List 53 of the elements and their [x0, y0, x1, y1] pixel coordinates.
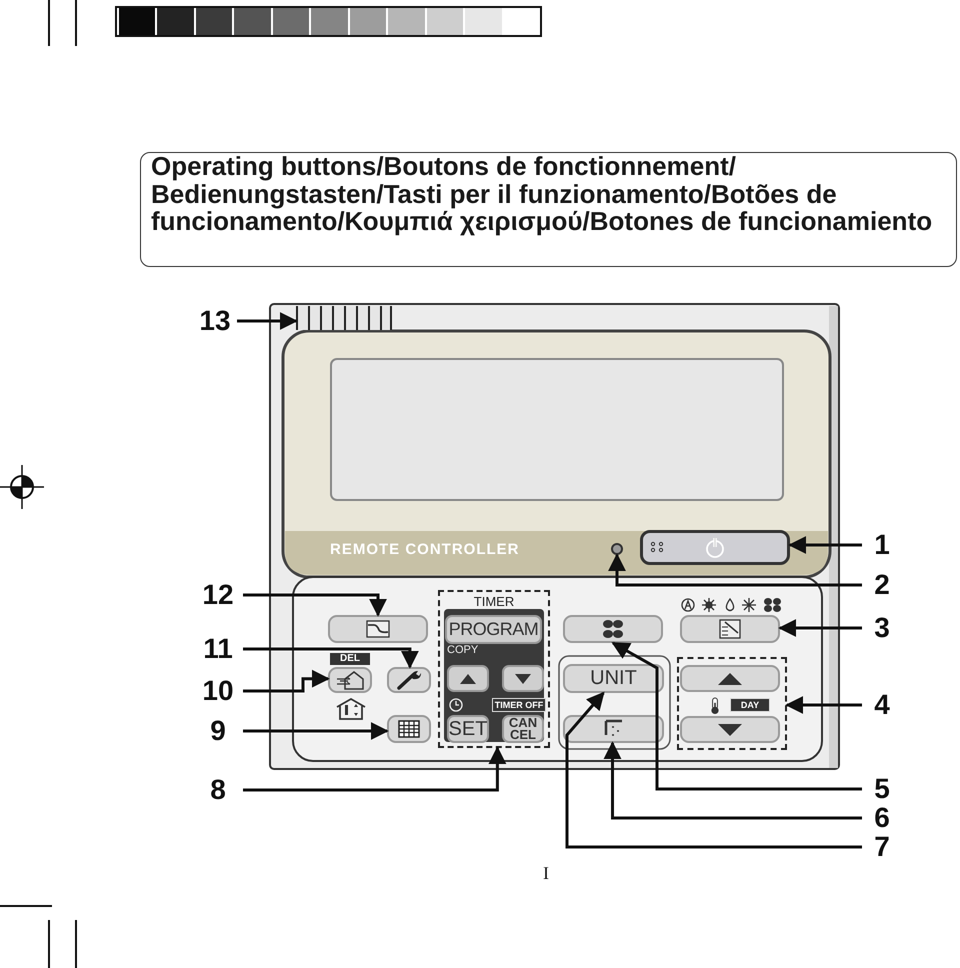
leader-arrow — [608, 553, 862, 586]
timer-button-group — [438, 590, 550, 748]
callout-number: 2 — [862, 570, 902, 600]
title: Operating buttons/Boutons de fonctionnement/ Bedienungstasten/Tasti per il funzionamento/Botões de funcionamento/Κουμπιά χειρισμού/Botones de funcionamiento — [140, 152, 957, 267]
check-button — [387, 667, 431, 693]
fan-speed-button — [563, 615, 663, 643]
callout-number: 7 — [862, 832, 902, 862]
leader-arrow — [243, 648, 419, 669]
down-button — [502, 665, 544, 692]
temperature-button-group — [677, 657, 787, 750]
leader-arrow — [237, 312, 298, 330]
cancel-button: CAN CEL — [502, 715, 544, 743]
leader-arrow — [243, 722, 389, 740]
callout-number: 1 — [862, 530, 902, 560]
leader-arrow — [788, 536, 862, 554]
swing-button — [328, 615, 428, 643]
callout-number: 8 — [193, 775, 243, 805]
copy-label: COPY — [447, 644, 478, 656]
program-button: PROGRAM — [445, 615, 542, 644]
ventilation-button — [328, 667, 372, 693]
callout-number: 12 — [193, 580, 243, 610]
timer-off-label: TIMER OFF — [492, 698, 546, 712]
leader-arrow — [566, 692, 862, 848]
louver-button — [563, 715, 664, 743]
power-button — [640, 530, 790, 565]
leader-arrow — [243, 594, 387, 617]
callout-number: 11 — [193, 634, 243, 664]
callout-number: 10 — [193, 676, 243, 706]
leader-arrow — [243, 670, 330, 692]
callout-number: 9 — [193, 716, 243, 746]
leader-arrow — [778, 619, 862, 637]
leader-arrow — [604, 741, 862, 820]
group-title: TIMER — [472, 594, 516, 609]
vent-grille — [296, 306, 392, 330]
leader-arrow — [785, 696, 862, 714]
day-label: DAY — [730, 698, 770, 712]
callout-number: 13 — [193, 306, 237, 336]
callout-number: 5 — [862, 774, 902, 804]
product-label: REMOTE CONTROLLER — [330, 541, 520, 558]
unit-button: UNIT — [563, 664, 664, 693]
page-number: I — [543, 863, 549, 884]
up-button — [680, 665, 780, 692]
leader-arrow — [243, 746, 506, 792]
down-button — [680, 716, 780, 743]
mode-button — [680, 615, 780, 643]
leader-arrow — [611, 642, 862, 790]
del-label: DEL — [330, 653, 370, 665]
callout-number: 3 — [862, 613, 902, 643]
up-button — [447, 665, 489, 692]
grid-button — [387, 715, 431, 743]
callout-number: 4 — [862, 690, 902, 720]
callout-number: 6 — [862, 803, 902, 833]
set-button: SET — [447, 715, 489, 743]
